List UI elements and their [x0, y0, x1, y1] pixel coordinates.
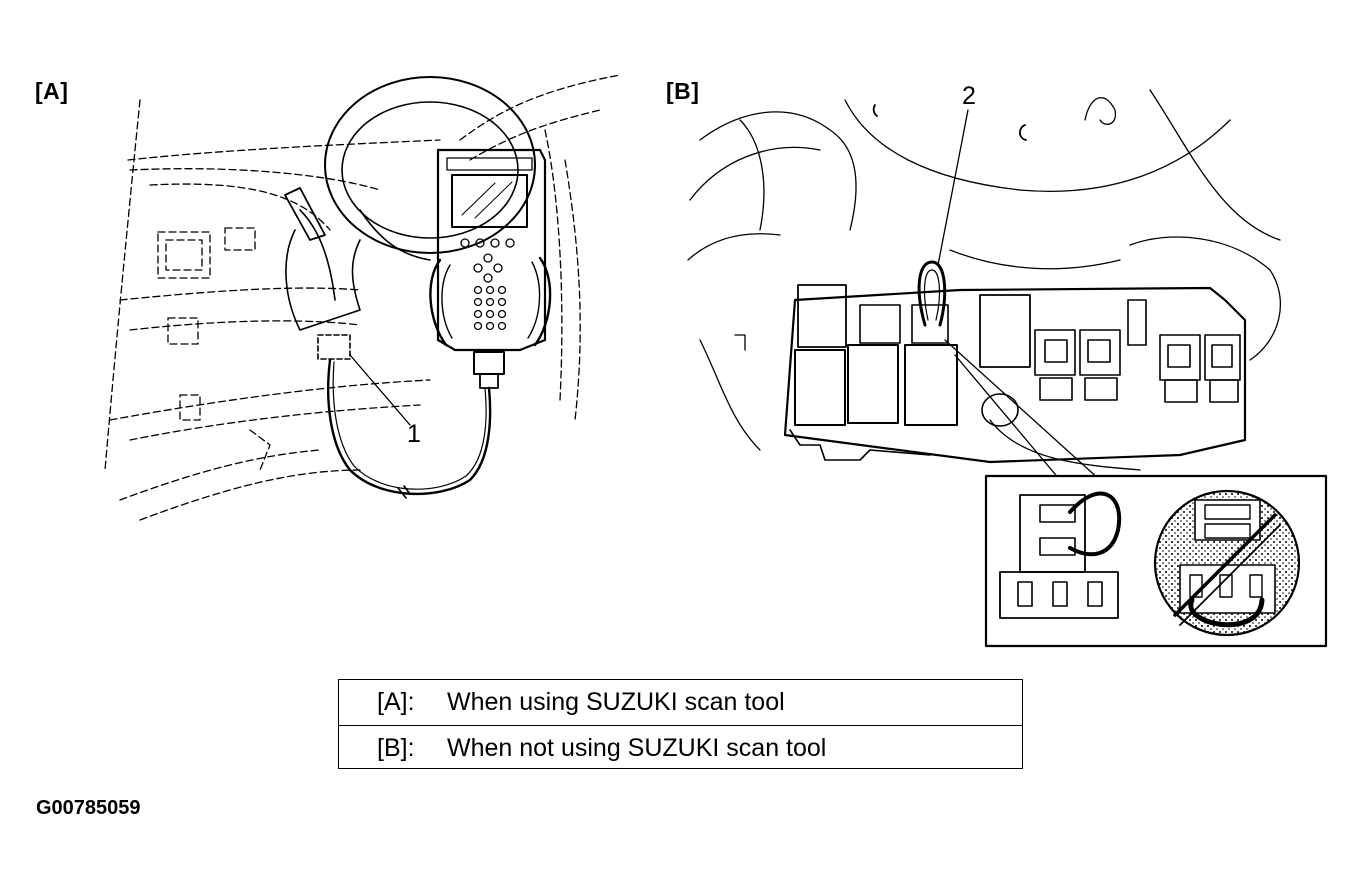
panel-b-label: [B]: [666, 78, 700, 104]
legend-text: When not using SUZUKI scan tool: [447, 733, 827, 762]
legend-table: [A]: When using SUZUKI scan tool [B]: Wh…: [338, 679, 1023, 769]
callout-1-diagnostic-connector: 1: [407, 420, 421, 448]
legend-key: [A]:: [377, 688, 415, 716]
callout-2-jumper-terminal: 2: [962, 82, 976, 110]
panel-b-drawing: [687, 89, 1328, 648]
legend-row-b: [B]: When not using SUZUKI scan tool: [339, 725, 1022, 770]
legend-text: When using SUZUKI scan tool: [447, 688, 785, 716]
figure-id: G00785059: [36, 797, 141, 819]
legend-key: [B]:: [377, 733, 415, 762]
panel-a-drawing: [104, 74, 621, 521]
legend-row-a: [A]: When using SUZUKI scan tool: [339, 680, 1022, 725]
panel-a-label: [A]: [35, 78, 69, 104]
